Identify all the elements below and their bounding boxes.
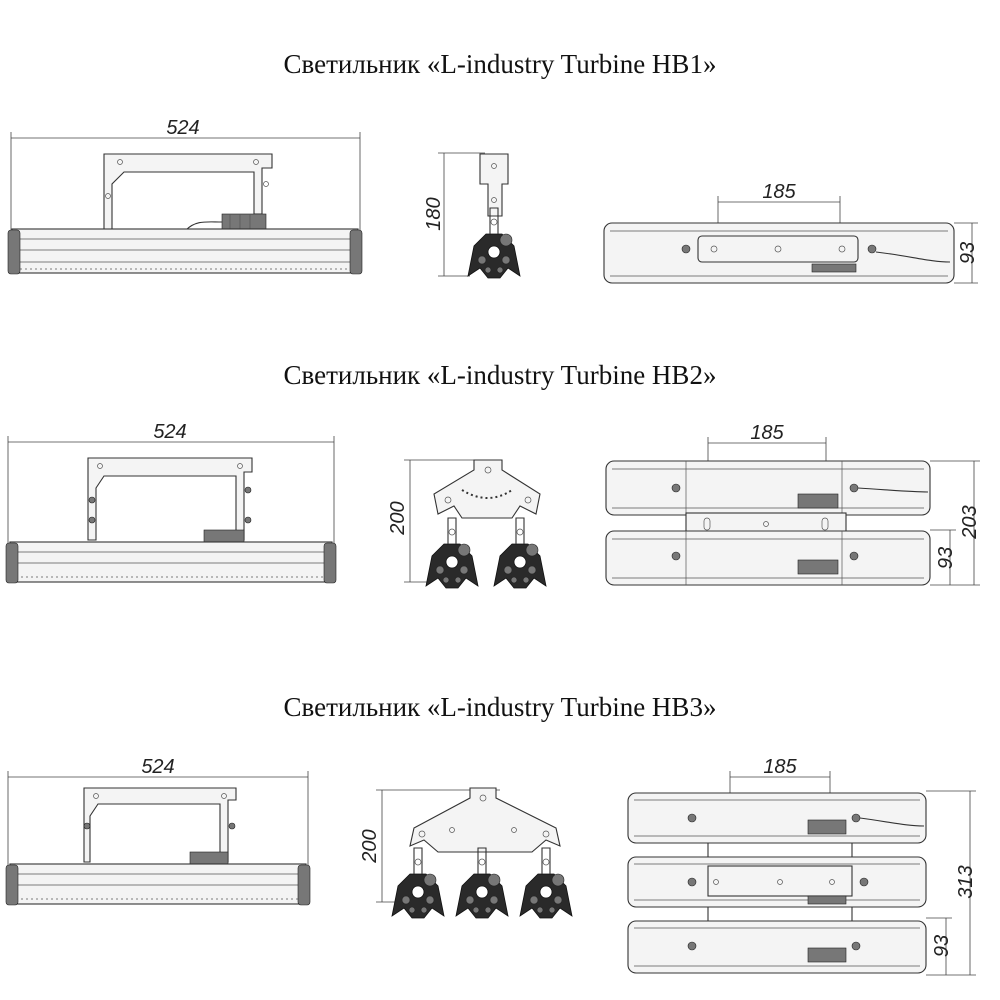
hb2-top-view: 185 203 93 bbox=[605, 422, 981, 586]
hb1-dim-bracket: 185 bbox=[762, 181, 796, 203]
hb3-dim-width: 93 bbox=[931, 935, 953, 957]
hb2-side-view: 524 bbox=[5, 421, 337, 584]
section-title-hb1: Светильник «L-industry Turbine HB1» bbox=[283, 49, 717, 79]
hb2-front-view: 200 bbox=[387, 459, 547, 589]
hb3-dim-length: 524 bbox=[141, 756, 174, 778]
hb3-dim-height: 200 bbox=[359, 829, 381, 863]
hb2-dim-width: 93 bbox=[935, 547, 957, 569]
section-title-hb3: Светильник «L-industry Turbine HB3» bbox=[283, 692, 717, 722]
hb1-dim-length: 524 bbox=[166, 117, 199, 139]
hb2-dim-length: 524 bbox=[153, 421, 186, 443]
hb2-dim-bracket: 185 bbox=[750, 422, 784, 444]
hb2-dim-total-width: 203 bbox=[959, 505, 981, 539]
hb3-top-view: 185 313 93 bbox=[627, 756, 977, 976]
hb3-dim-total-width: 313 bbox=[955, 865, 977, 898]
hb1-dim-height: 180 bbox=[423, 197, 445, 230]
hb1-side-view: 524 bbox=[7, 117, 363, 275]
hb1-top-view: 185 93 bbox=[603, 181, 979, 284]
hb1-dim-width: 93 bbox=[957, 242, 979, 264]
hb3-front-view: 200 bbox=[359, 787, 573, 919]
hb3-dim-bracket: 185 bbox=[763, 756, 797, 778]
section-title-hb2: Светильник «L-industry Turbine HB2» bbox=[283, 360, 717, 390]
hb2-dim-height: 200 bbox=[387, 501, 409, 535]
hb1-front-view: 180 bbox=[423, 152, 521, 279]
hb3-side-view: 524 bbox=[5, 756, 311, 906]
